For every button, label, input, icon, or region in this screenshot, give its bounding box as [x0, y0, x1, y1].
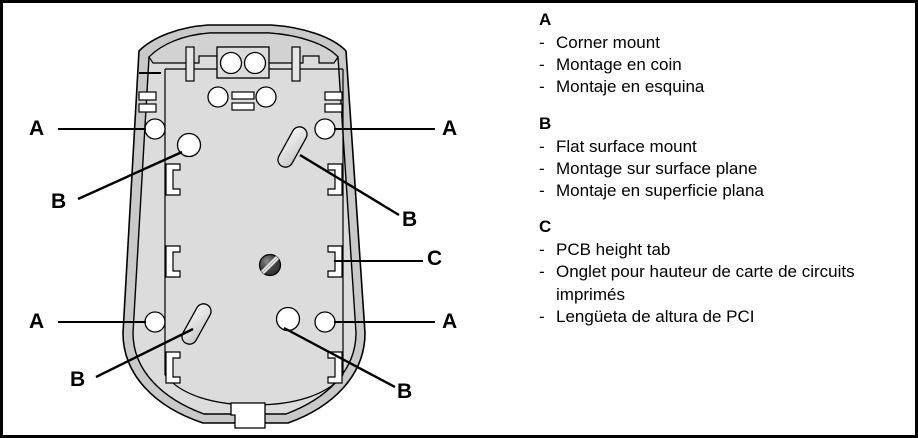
- pcb-height-tab-right-lower: [327, 351, 343, 384]
- legend-item-b-fr: - Montage sur surface plane: [539, 158, 911, 180]
- legend-item-a-es: - Montaje en esquina: [539, 76, 911, 98]
- post-left: [185, 46, 195, 82]
- sensor-hole-left: [219, 51, 243, 75]
- wire-slot-lower: [231, 102, 255, 111]
- callout-a-bottom-right: A: [442, 310, 458, 333]
- callout-b-bottom-right: B: [397, 380, 413, 403]
- leader-b-top-right: [299, 153, 400, 217]
- legend-group-a: A - Corner mount - Montage en coin - Mon…: [539, 9, 911, 99]
- legend-item-a-fr: - Montage en coin: [539, 54, 911, 76]
- leader-b-bottom-right: [283, 326, 396, 389]
- sensor-hole-right: [243, 51, 267, 75]
- leader-b-top-left: [77, 150, 183, 201]
- mounting-plate-diagram: A A B B C A A B B: [3, 3, 523, 435]
- legend-heading-a: A: [539, 10, 552, 29]
- post-right: [291, 46, 301, 82]
- legend-dash: -: [539, 180, 545, 200]
- legend-item-a-en: - Corner mount: [539, 32, 911, 54]
- legend-group-b: B - Flat surface mount - Montage sur sur…: [539, 113, 911, 203]
- callout-a-bottom-left: A: [29, 310, 45, 333]
- corner-mount-hole-top-left: [144, 118, 166, 140]
- legend-item-b-es: - Montaje en superficie plana: [539, 180, 911, 202]
- pcb-height-tab-left-upper: [165, 163, 181, 196]
- legend-dash: -: [539, 240, 545, 260]
- flat-mount-slot-top-right: [277, 126, 308, 168]
- legend-text: Flat surface mount: [556, 136, 697, 156]
- legend-dash: -: [539, 33, 545, 53]
- legend: A - Corner mount - Montage en coin - Mon…: [539, 9, 911, 429]
- side-knockout-left-lower: [138, 103, 157, 113]
- legend-dash: -: [539, 77, 545, 97]
- flat-mount-hole-bottom-right: [275, 306, 301, 332]
- legend-dash: -: [539, 55, 545, 75]
- legend-text: Montage sur surface plane: [556, 158, 758, 178]
- pcb-height-tab-right-upper: [327, 163, 343, 196]
- legend-text: Corner mount: [556, 33, 660, 53]
- corner-mount-hole-bottom-right: [314, 311, 336, 333]
- legend-text: Lengüeta de altura de PCI: [556, 306, 755, 326]
- legend-item-b-en: - Flat surface mount: [539, 136, 911, 158]
- legend-dash: -: [539, 136, 545, 156]
- legend-item-c-fr: - Onglet pour hauteur de carte de circui…: [539, 261, 911, 305]
- legend-dash: -: [539, 306, 545, 326]
- corner-mount-hole-bottom-left: [144, 311, 166, 333]
- flat-mount-hole-top-left: [176, 132, 202, 158]
- callout-c-right: C: [427, 247, 443, 270]
- flat-mount-slot-bottom-left: [181, 303, 212, 345]
- legend-dash: -: [539, 158, 545, 178]
- legend-dash: -: [539, 262, 545, 282]
- bottom-mounting-tab: [230, 402, 266, 429]
- callout-b-bottom-left: B: [70, 368, 86, 391]
- side-knockout-right-upper: [324, 91, 343, 101]
- legend-text: Montaje en superficie plana: [556, 180, 764, 200]
- legend-text: PCB height tab: [556, 240, 671, 260]
- callout-a-top-left: A: [29, 117, 45, 140]
- legend-item-c-es: - Lengüeta de altura de PCI: [539, 306, 911, 328]
- legend-group-c: C - PCB height tab - Onglet pour hauteur…: [539, 216, 911, 328]
- pcb-height-tab-left-mid: [165, 245, 181, 278]
- knockout-right: [255, 86, 277, 108]
- wire-slot-upper: [231, 91, 255, 100]
- legend-text: Montage en coin: [556, 55, 682, 75]
- callout-b-top-right: B: [402, 208, 418, 231]
- callout-a-top-right: A: [442, 117, 458, 140]
- side-knockout-right-lower: [324, 103, 343, 113]
- knockout-left: [207, 86, 229, 108]
- mounting-plate-svg: [58, 24, 435, 429]
- legend-heading-c: C: [539, 217, 552, 237]
- pcb-height-tab-left-lower: [165, 351, 181, 384]
- callout-b-top-left: B: [51, 190, 67, 213]
- side-knockout-left-upper: [138, 91, 157, 101]
- legend-text: Montaje en esquina: [556, 77, 705, 97]
- center-screw-slot-edge: [262, 257, 278, 273]
- legend-item-c-en: - PCB height tab: [539, 239, 911, 261]
- leader-b-bottom-left: [95, 327, 194, 379]
- legend-heading-b: B: [539, 113, 552, 133]
- legend-text: Onglet pour hauteur de carte de circuits…: [556, 262, 855, 304]
- corner-mount-hole-top-right: [314, 118, 336, 140]
